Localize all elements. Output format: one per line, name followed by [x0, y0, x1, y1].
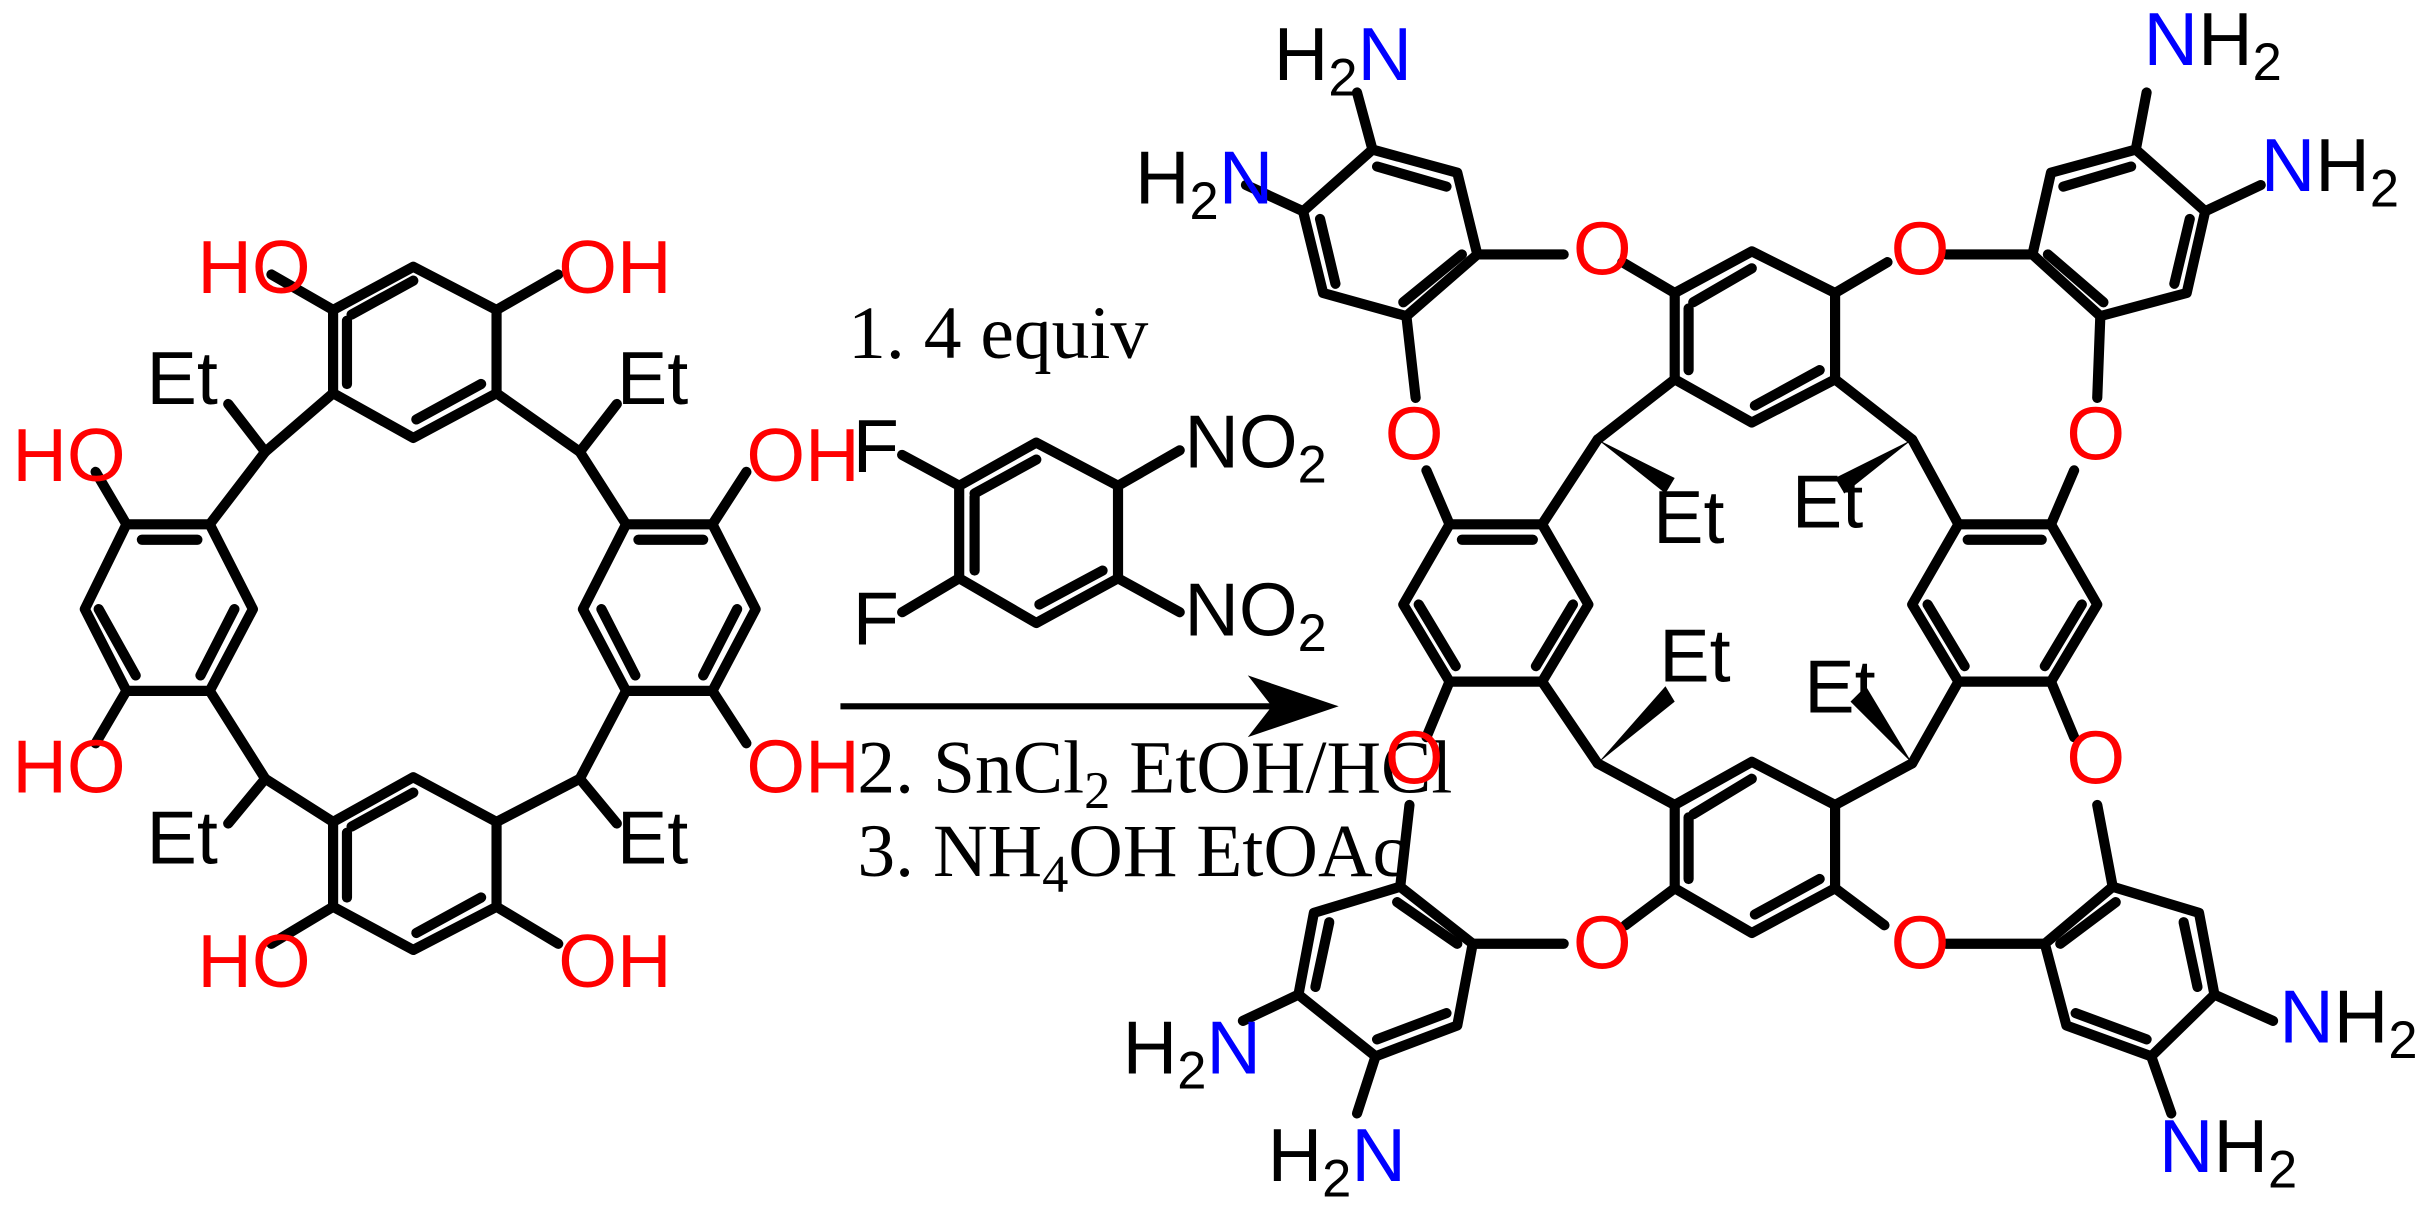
hydroxyl-label: OH	[558, 226, 671, 310]
oxygen-label: O	[1385, 393, 1444, 477]
hydroxyl-label: HO	[197, 226, 310, 310]
oxygen-label: O	[1891, 901, 1950, 985]
step1-text: 1. 4 equiv	[848, 292, 1148, 375]
oxygen-label: O	[1385, 716, 1444, 800]
hydroxyl-label: OH	[746, 726, 859, 810]
hydroxyl-label: HO	[197, 920, 310, 1004]
stereo-wedges	[1597, 439, 1913, 764]
nitro-label: NO2	[1184, 400, 1326, 494]
step2-text: 2. SnCl2 EtOH/HCl	[857, 727, 1452, 820]
reactant-labels: HO OH HO OH HO OH HO OH Et Et Et Et	[12, 226, 859, 1004]
ethyl-label: Et	[1804, 645, 1875, 729]
amine-label: NH2	[2279, 975, 2417, 1069]
oxygen-label: O	[1891, 207, 1950, 291]
ethyl-label: Et	[146, 337, 217, 421]
hydroxyl-label: HO	[12, 414, 125, 498]
reactant-bonds	[79, 261, 761, 956]
hydroxyl-label: OH	[558, 920, 671, 1004]
amine-label: H2N	[1274, 13, 1412, 107]
hydroxyl-label: OH	[746, 414, 859, 498]
reaction-conditions: 1. 4 equiv F F NO2 NO2 2. S	[840, 292, 1452, 903]
oxygen-label: O	[2066, 393, 2125, 477]
oxygen-label: O	[1573, 901, 1632, 985]
oxygen-label: O	[2066, 716, 2125, 800]
ethyl-label: Et	[1659, 615, 1730, 699]
ethyl-label: Et	[617, 797, 688, 881]
fluoro-label: F	[853, 405, 899, 489]
reactant-resorcinarene: HO OH HO OH HO OH HO OH Et Et Et Et	[12, 226, 859, 1004]
nitro-label: NO2	[1184, 568, 1326, 662]
amine-label: H2N	[1268, 1114, 1406, 1208]
ethyl-label: Et	[1792, 460, 1863, 544]
step3-text: 3. NH4OH EtOAc	[857, 810, 1406, 903]
amine-label: H2N	[1123, 1006, 1261, 1100]
product-cavitand: O O O O O O O O Et Et Et Et H2N H2N H2N …	[1123, 0, 2418, 1209]
ethyl-label: Et	[1653, 476, 1724, 560]
ether-oxygens: O O O O O O O O	[1385, 207, 2125, 985]
product-bonds	[1237, 87, 2279, 1119]
amine-label: NH2	[2261, 124, 2399, 218]
oxygen-label: O	[1573, 207, 1632, 291]
amine-label: NH2	[2144, 0, 2282, 92]
amine-label: NH2	[2159, 1105, 2297, 1199]
ethyl-label: Et	[146, 797, 217, 881]
product-ethyls: Et Et Et Et	[1653, 460, 1876, 729]
fluoro-label: F	[853, 578, 899, 662]
hydroxyl-label: HO	[12, 726, 125, 810]
reaction-arrow	[840, 675, 1339, 738]
difluorodinitrobenzene-reagent: F F NO2 NO2	[853, 400, 1327, 663]
ethyl-label: Et	[617, 337, 688, 421]
amine-groups: H2N H2N H2N H2N NH2 NH2 NH2 NH2	[1123, 0, 2418, 1209]
amine-label: H2N	[1135, 137, 1273, 231]
